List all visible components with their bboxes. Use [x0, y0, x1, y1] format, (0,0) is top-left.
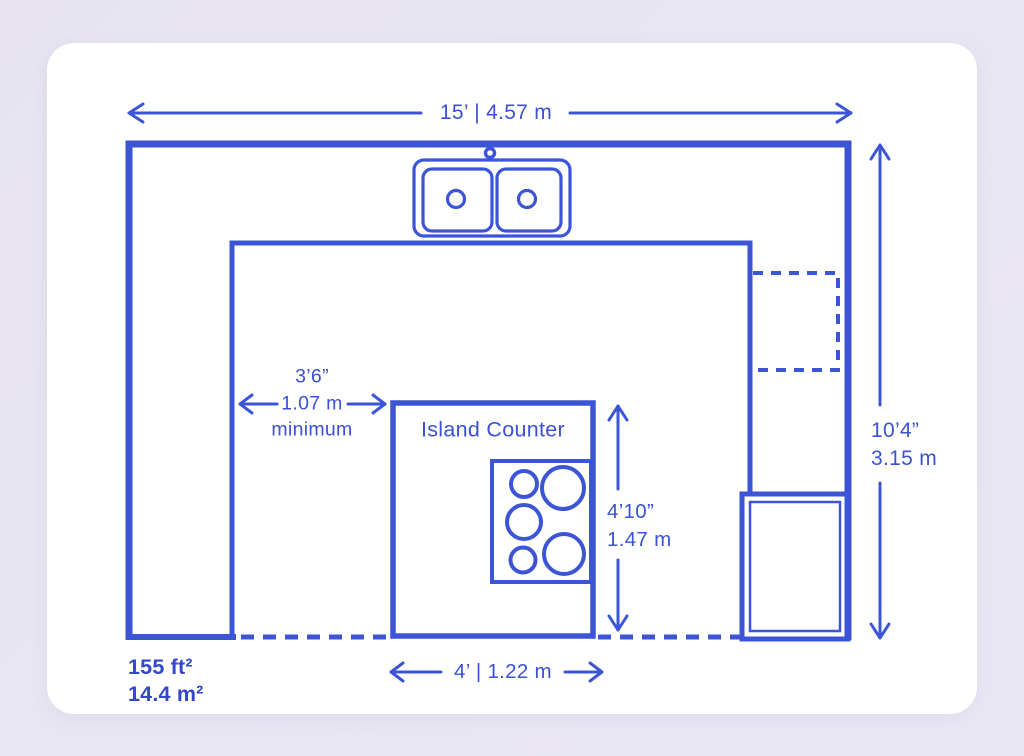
- clearance-imperial: 3’6”: [295, 365, 329, 388]
- burner: [540, 465, 586, 511]
- kitchen-wall-outline: [125, 140, 852, 640]
- built-in-appliance-dashed: [753, 271, 840, 372]
- clearance-arrow: [238, 393, 387, 415]
- sink-drain-right: [516, 188, 538, 210]
- clearance-metric: 1.07 m: [281, 391, 343, 414]
- island-counter-label: Island Counter: [420, 417, 566, 442]
- overall-width-arrow: [127, 102, 853, 124]
- island-depth-dimension-label: 4’10” 1.47 m: [607, 498, 671, 554]
- island-depth-arrow: [607, 404, 629, 632]
- clearance-dimension-label: 3’6” 1.07 m minimum: [271, 363, 352, 443]
- overall-depth-imperial: 10’4”: [871, 419, 920, 442]
- counter-inner-edge: [229, 240, 753, 640]
- cooktop: [490, 459, 593, 584]
- overall-depth-metric: 3.15 m: [871, 447, 937, 470]
- sink-faucet: [483, 146, 497, 160]
- island-depth-imperial: 4’10”: [607, 500, 655, 523]
- island-width-dimension-label: 4’ | 1.22 m: [454, 660, 552, 683]
- burner: [505, 503, 543, 541]
- overall-depth-dimension-label: 10’4” 3.15 m: [871, 417, 937, 473]
- double-basin-sink: [412, 146, 572, 238]
- floor-area-imperial: 155 ft²: [128, 655, 193, 679]
- burner: [508, 545, 538, 575]
- island-width-arrow: [389, 661, 604, 683]
- diagram-card: [47, 43, 977, 714]
- burner: [509, 469, 539, 499]
- refrigerator: [739, 491, 851, 642]
- overall-depth-arrow: [869, 143, 891, 640]
- floor-area-metric: 14.4 m²: [128, 682, 204, 706]
- floor-area-label: 155 ft² 14.4 m²: [128, 654, 204, 708]
- clearance-note: minimum: [271, 418, 353, 441]
- overall-width-dimension-label: 15’ | 4.57 m: [439, 101, 553, 124]
- island-depth-metric: 1.47 m: [607, 528, 672, 551]
- sink-drain-left: [445, 188, 467, 210]
- burner: [542, 532, 586, 576]
